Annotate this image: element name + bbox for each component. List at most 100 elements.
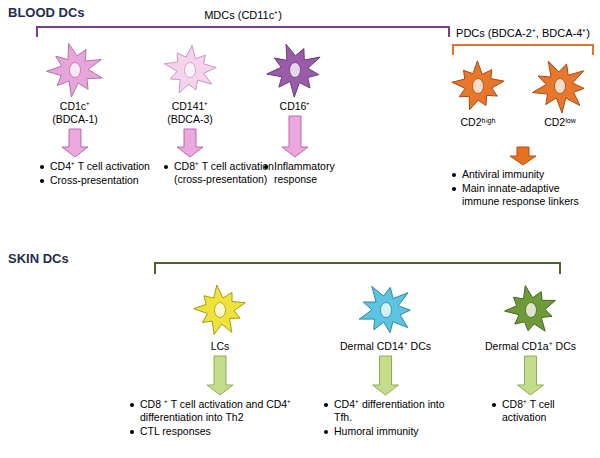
function-list: Antiviral immunityMain innate-adaptive i… <box>450 168 596 209</box>
cell-body <box>452 61 504 110</box>
cell-illustration <box>43 40 107 100</box>
function-list: CD8 ⁺ T cell activation and CD4⁺ differe… <box>128 398 304 439</box>
function-list: CD4⁺ T cell activationCross-presentation <box>38 160 160 188</box>
arrow-shape <box>373 356 399 395</box>
cell-illustration <box>499 280 563 340</box>
block-arrow <box>207 356 233 395</box>
block-arrow <box>62 129 88 157</box>
cell-label: CD16⁺ <box>262 100 328 113</box>
dendritic-cell: CD16⁺ <box>261 40 329 113</box>
cell-body <box>164 45 216 93</box>
cell-group: MDCs (CD11c⁺) CD1c⁺ (BDCA-1) CD141⁺ (BDCA-… <box>36 8 450 144</box>
cell-nucleus <box>525 303 536 318</box>
bullet-dot <box>130 430 134 434</box>
bullet-item: CD4⁺ T cell activation <box>38 160 160 173</box>
cell-nucleus <box>290 63 301 78</box>
cell-body <box>504 286 555 332</box>
bullet-text: CD8 ⁺ T cell activation and CD4⁺ differe… <box>140 398 304 424</box>
cell-illustration <box>263 40 327 100</box>
group-label: PDCs (BDCA-2⁺, BDCA-4⁺) <box>452 26 594 40</box>
bullet-dot <box>40 165 44 169</box>
skin-bracket <box>155 263 560 274</box>
function-list: CD8⁺ T cell activation <box>490 398 594 425</box>
cell-body <box>46 44 102 98</box>
cell-body <box>267 44 320 97</box>
dendritic-cell: Dermal CD14⁺ DCs <box>338 280 433 353</box>
cell-label: CD1c⁺ (BDCA-1) <box>44 100 106 126</box>
arrow-shape <box>177 129 203 157</box>
block-arrow <box>373 356 399 395</box>
bracket-line <box>453 45 593 55</box>
dendritic-cell: LCs <box>186 280 254 353</box>
arrow-shape <box>282 116 308 157</box>
section-heading: BLOOD DCs <box>8 5 85 20</box>
bracket-line <box>37 27 449 37</box>
bullet-item: Cross-presentation <box>38 174 160 187</box>
bullet-item: Humoral immunity <box>322 425 464 438</box>
cell-nucleus <box>215 303 226 318</box>
cell-nucleus <box>555 79 566 94</box>
cell-group: PDCs (BDCA-2⁺, BDCA-4⁺)CD2ʰⁱᵍʰCD2ˡᵒʷ <box>452 26 594 144</box>
block-arrow <box>518 356 544 395</box>
cell-body <box>194 285 246 334</box>
bullet-text: CTL responses <box>140 425 211 438</box>
bullet-item: CD8⁺ T cell activation (cross-presentati… <box>162 160 280 186</box>
cell-label: Dermal CD14⁺ DCs <box>338 340 433 353</box>
dendritic-cell: CD141⁺ (BDCA-3) <box>155 40 225 126</box>
bullet-text: Inflammatory response <box>274 160 374 186</box>
block-arrow <box>177 129 203 157</box>
bullet-dot <box>452 187 456 191</box>
cell-nucleus <box>70 63 81 78</box>
bullet-dot <box>40 179 44 183</box>
cell-illustration <box>158 40 222 100</box>
cell-illustration <box>188 280 252 340</box>
group-label: MDCs (CD11c⁺) <box>36 8 450 22</box>
bullet-dot <box>130 403 134 407</box>
cell-nucleus <box>380 303 391 318</box>
cell-body <box>532 61 584 113</box>
dendritic-cell: CD1c⁺ (BDCA-1) <box>41 40 109 126</box>
bullet-text: Main innate-adaptive immune response lin… <box>462 182 596 208</box>
cell-body <box>359 286 410 332</box>
bullet-text: CD8⁺ T cell activation <box>502 398 594 424</box>
bullet-item: CD8 ⁺ T cell activation and CD4⁺ differe… <box>128 398 304 424</box>
cell-nucleus <box>473 79 484 94</box>
bullet-item: Antiviral immunity <box>450 168 596 181</box>
bullet-dot <box>492 403 496 407</box>
bullet-dot <box>324 430 328 434</box>
arrow-shape <box>207 356 233 395</box>
bullet-text: Humoral immunity <box>334 425 419 438</box>
bullet-text: Antiviral immunity <box>462 168 544 181</box>
arrow-shape <box>510 147 536 165</box>
bullet-text: Cross-presentation <box>50 174 139 187</box>
cell-label: CD2ʰⁱᵍʰ <box>444 116 512 129</box>
cell-label: Dermal CD1a⁺ DCs <box>483 340 578 353</box>
dendritic-cell: Dermal CD1a⁺ DCs <box>483 280 578 353</box>
bullet-dot <box>452 173 456 177</box>
bullet-item: CD8⁺ T cell activation <box>490 398 594 424</box>
cell-illustration <box>528 56 592 116</box>
dendritic-cell: CD2ˡᵒʷ <box>526 56 594 129</box>
arrow-shape <box>518 356 544 395</box>
block-arrow <box>282 116 308 157</box>
cell-illustration <box>446 56 510 116</box>
dendritic-cell: CD2ʰⁱᵍʰ <box>444 56 512 129</box>
cell-illustration <box>354 280 418 340</box>
bullet-item: Main innate-adaptive immune response lin… <box>450 182 596 208</box>
bullet-item: CTL responses <box>128 425 304 438</box>
function-list: CD8⁺ T cell activation (cross-presentati… <box>162 160 280 187</box>
arrow-shape <box>62 129 88 157</box>
cell-nucleus <box>185 63 196 78</box>
block-arrow <box>510 147 536 165</box>
bullet-item: CD4⁺ differentiation into Tfh. <box>322 398 464 424</box>
cell-label: CD2ˡᵒʷ <box>526 116 594 129</box>
section-heading: SKIN DCs <box>8 251 69 266</box>
bullet-dot <box>264 165 268 169</box>
bullet-dot <box>164 165 168 169</box>
cell-label: CD141⁺ (BDCA-3) <box>157 100 223 126</box>
function-list: CD4⁺ differentiation into Tfh.Humoral im… <box>322 398 464 439</box>
bullet-text: CD8⁺ T cell activation (cross-presentati… <box>174 160 280 186</box>
cell-label: LCs <box>186 340 254 353</box>
bullet-item: Inflammatory response <box>262 160 374 186</box>
